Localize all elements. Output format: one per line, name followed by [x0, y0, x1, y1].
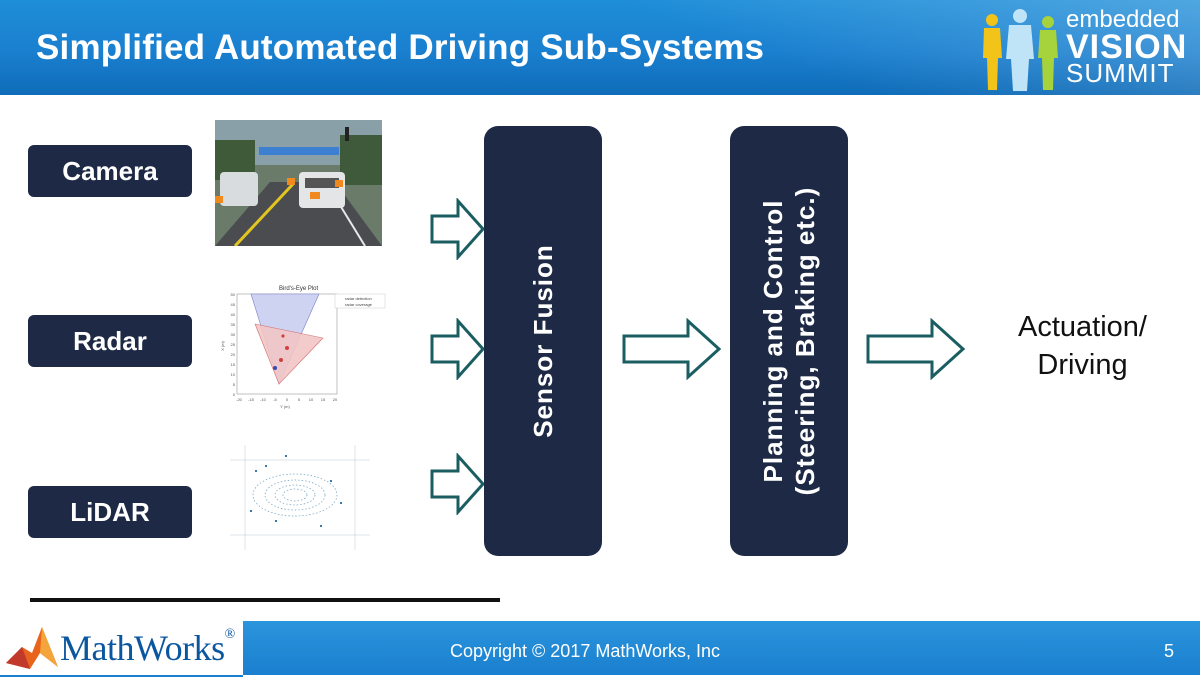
radar-y-tick: 40 [231, 312, 236, 317]
radar-y-tick: 25 [231, 342, 236, 347]
radar-y-tick: 30 [231, 332, 236, 337]
evs-word-embedded: embedded [1066, 6, 1180, 33]
radar-x-tick: -5 [273, 397, 277, 402]
radar-x-tick: 0 [286, 397, 289, 402]
radar-y-label: X (m) [220, 340, 225, 350]
mathworks-logo: MathWorks® [0, 621, 243, 677]
radar-x-tick: 20 [333, 397, 338, 402]
planning-to-actuation-arrow-icon [866, 318, 966, 380]
radar-y-tick: 20 [231, 352, 236, 357]
planning-line-2: (Steering, Braking etc.) [790, 186, 820, 496]
radar-y-tick: 35 [231, 322, 236, 327]
radar-y-tick: 10 [231, 372, 236, 377]
page-number: 5 [1164, 641, 1175, 661]
actuation-label: Actuation/ Driving [985, 308, 1180, 384]
actuation-line-2: Driving [1037, 349, 1128, 381]
radar-x-tick: -10 [260, 397, 267, 402]
registered-mark: ® [224, 627, 236, 642]
radar-to-fusion-arrow-icon [430, 318, 486, 380]
lidar-label: LiDAR [28, 486, 192, 538]
sensor-fusion-block: Sensor Fusion [484, 126, 602, 556]
radar-legend-1: radar detection [345, 296, 372, 301]
header-divider [0, 95, 1200, 97]
mathworks-wordmark: MathWorks® [60, 627, 235, 669]
sensor-fusion-label: Sensor Fusion [528, 244, 558, 438]
planning-control-block: Planning and Control (Steering, Braking … [730, 126, 848, 556]
evs-word-vision: VISION [1066, 28, 1188, 66]
radar-x-tick: -15 [248, 397, 255, 402]
radar-legend-2: radar coverage [345, 302, 373, 307]
radar-x-tick: -20 [236, 397, 243, 402]
evs-word-summit: SUMMIT [1066, 58, 1175, 88]
camera-road-image [215, 120, 382, 246]
camera-label: Camera [28, 145, 192, 197]
embedded-vision-summit-logo: embedded VISION SUMMIT [978, 6, 1188, 92]
planning-line-1: Planning and Control [758, 199, 788, 483]
radar-birds-eye-plot: Bird's-Eye Plot radar detection radar co… [215, 282, 390, 410]
planning-control-label: Planning and Control (Steering, Braking … [757, 187, 821, 496]
slide-title: Simplified Automated Driving Sub-Systems [36, 28, 765, 67]
lidar-point-cloud [225, 440, 375, 555]
radar-label: Radar [28, 315, 192, 367]
radar-plot-title: Bird's-Eye Plot [279, 286, 318, 292]
radar-y-tick: 15 [231, 362, 236, 367]
membrane-logo-icon [6, 627, 58, 669]
radar-y-tick: 5 [233, 382, 236, 387]
mathworks-wordmark-text: MathWorks [60, 628, 225, 668]
radar-y-tick: 50 [231, 292, 236, 297]
actuation-line-1: Actuation/ [1018, 311, 1147, 343]
radar-x-tick: 5 [298, 397, 301, 402]
copyright-notice: Copyright © 2017 MathWorks, Inc [450, 641, 721, 661]
camera-to-fusion-arrow-icon [430, 198, 486, 260]
lidar-to-fusion-arrow-icon [430, 453, 486, 515]
radar-y-tick: 0 [233, 392, 236, 397]
people-silhouettes-icon [983, 9, 1058, 91]
footer-rule [30, 598, 500, 602]
radar-x-tick: 10 [309, 397, 314, 402]
radar-y-tick: 45 [231, 302, 236, 307]
fusion-to-planning-arrow-icon [622, 318, 722, 380]
radar-x-label: Y (m) [280, 404, 290, 409]
radar-x-tick: 15 [321, 397, 326, 402]
